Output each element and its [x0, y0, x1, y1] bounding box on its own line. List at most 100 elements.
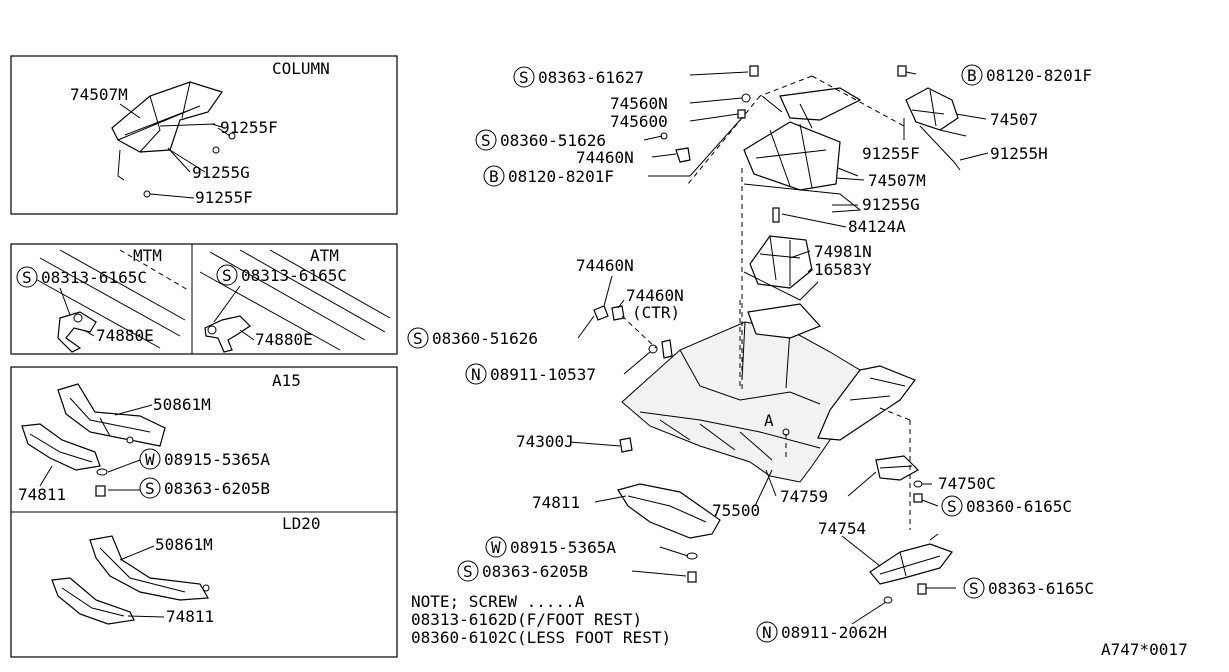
symbol-w-08915-5365a — [485, 536, 507, 558]
label-74507m: 74507M — [868, 171, 926, 190]
symbol-b-08120-8201f-right — [961, 64, 983, 86]
shift-bracket-drawing — [743, 87, 862, 213]
label-74460n-ctr: 74460N — [626, 286, 684, 305]
symbol-w-a15 — [139, 448, 161, 470]
note-line-3: 08360-6102C(LESS FOOT REST) — [411, 628, 671, 647]
label-08120-8201f-left: 08120-8201F — [508, 167, 614, 186]
label-08363-61627: 08363-61627 — [538, 68, 644, 87]
symbol-n-08911-10537 — [465, 363, 487, 385]
symbol-n-08911-10537-text: N — [471, 365, 481, 384]
symbol-s-08360-6165c-text: S — [947, 497, 957, 516]
figure-code: A747*0017 — [1101, 640, 1188, 659]
label-08911-2062h: 08911-2062H — [781, 623, 887, 642]
ld20-bracket-drawing — [51, 535, 210, 625]
panel-title-ld20: LD20 — [282, 514, 321, 533]
symbol-s-08363-61627-text: S — [519, 68, 529, 87]
note-line-1: NOTE; SCREW .....A — [411, 592, 585, 611]
top-fasteners-drawing — [660, 65, 759, 163]
label-atm-74880e: 74880E — [255, 330, 313, 349]
panel-title-column: COLUMN — [272, 59, 330, 78]
symbol-b-08120-8201f-right-text: B — [967, 66, 977, 85]
construction-lines — [621, 75, 911, 530]
mtm-clip-drawing — [57, 311, 97, 353]
label-75500: 75500 — [712, 501, 760, 520]
label-74507: 74507 — [990, 110, 1038, 129]
symbol-s-08363-6165c-text: S — [969, 579, 979, 598]
symbol-w-a15-text: W — [145, 450, 155, 469]
label-91255g: 91255G — [862, 195, 920, 214]
label-atm-screw: 08313-6165C — [241, 266, 347, 285]
label-col-91255f-b: 91255F — [195, 188, 253, 207]
panel-title-mtm: MTM — [133, 246, 162, 265]
symbol-s-08360-51626-mid-text: S — [413, 329, 423, 348]
symbol-s-mtm — [16, 266, 38, 288]
bracket-74754-drawing — [869, 533, 953, 604]
note-line-2: 08313-6162D(F/FOOT REST) — [411, 610, 642, 629]
label-08911-10537: 08911-10537 — [490, 365, 596, 384]
label-08360-51626-mid: 08360-51626 — [432, 329, 538, 348]
symbol-s-08360-6165c — [941, 495, 963, 517]
label-74981n: 74981N — [814, 242, 872, 261]
a15-bracket-drawing — [21, 383, 166, 471]
label-745600: 745600 — [610, 112, 668, 131]
label-08360-6165c: 08360-6165C — [966, 497, 1072, 516]
symbol-b-08120-8201f-left-text: B — [489, 167, 499, 186]
symbol-s-08363-61627 — [513, 66, 535, 88]
label-a15-50861m: 50861M — [153, 395, 211, 414]
label-74811-main: 74811 — [532, 493, 580, 512]
panel-column-frame — [10, 55, 398, 215]
label-74750c: 74750C — [938, 474, 996, 493]
symbol-s-08363-6165c — [963, 577, 985, 599]
symbol-s-atm-text: S — [222, 266, 232, 285]
label-col-91255f-a: 91255F — [220, 118, 278, 137]
label-mtm-74880e: 74880E — [96, 326, 154, 345]
mount-bracket-drawing — [743, 207, 819, 301]
under-cover-drawing — [617, 483, 721, 583]
mtm-hatch-lines — [29, 249, 189, 349]
label-74754: 74754 — [818, 519, 866, 538]
label-91255h: 91255H — [990, 144, 1048, 163]
symbol-s-08360-51626-mid — [407, 327, 429, 349]
symbol-s-08360-51626-top — [475, 129, 497, 151]
label-col-91255g: 91255G — [192, 163, 250, 182]
symbol-s-a15-text: S — [145, 479, 155, 498]
label-col-74507m: 74507M — [70, 85, 128, 104]
label-point-a: A — [764, 411, 774, 430]
symbol-s-08360-51626-top-text: S — [481, 131, 491, 150]
panel-mtm-atm-frame — [10, 243, 398, 355]
symbol-s-atm — [216, 264, 238, 286]
symbol-s-08363-6205b-text: S — [463, 562, 473, 581]
symbol-n-08911-2062h-text: N — [762, 623, 772, 642]
label-a15-74811: 74811 — [18, 485, 66, 504]
foot-rest-drawing — [875, 455, 923, 503]
label-84124a: 84124A — [848, 217, 906, 236]
label-mtm-screw: 08313-6165C — [41, 268, 147, 287]
label-74759: 74759 — [780, 487, 828, 506]
label-08363-6205b: 08363-6205B — [482, 562, 588, 581]
symbol-s-a15 — [139, 477, 161, 499]
label-74460n-top: 74460N — [576, 148, 634, 167]
label-74560n: 74560N — [610, 94, 668, 113]
label-ld20-50861m: 50861M — [155, 535, 213, 554]
label-ctr: (CTR) — [632, 303, 680, 322]
a15-washer-drawing — [95, 468, 108, 497]
leader-lines — [569, 71, 989, 625]
mid-fasteners-drawing — [593, 305, 790, 453]
panel-title-a15: A15 — [272, 371, 301, 390]
atm-hatch-lines — [199, 249, 391, 351]
label-08360-51626-top: 08360-51626 — [500, 131, 606, 150]
floor-panel-drawing — [621, 303, 916, 483]
label-16583y: 16583Y — [814, 260, 872, 279]
label-a15-washer: 08915-5365A — [164, 450, 270, 469]
label-a15-screw: 08363-6205B — [164, 479, 270, 498]
label-74460n-mid: 74460N — [576, 256, 634, 275]
label-08120-8201f-right: 08120-8201F — [986, 66, 1092, 85]
symbol-s-08363-6205b — [457, 560, 479, 582]
label-74300j: 74300J — [516, 432, 574, 451]
atm-clip-drawing — [204, 315, 251, 353]
label-08915-5365a: 08915-5365A — [510, 538, 616, 557]
column-bracket-drawing — [111, 81, 236, 198]
label-08363-6165c: 08363-6165C — [988, 579, 1094, 598]
symbol-n-08911-2062h — [756, 621, 778, 643]
symbol-b-08120-8201f-left — [483, 165, 505, 187]
